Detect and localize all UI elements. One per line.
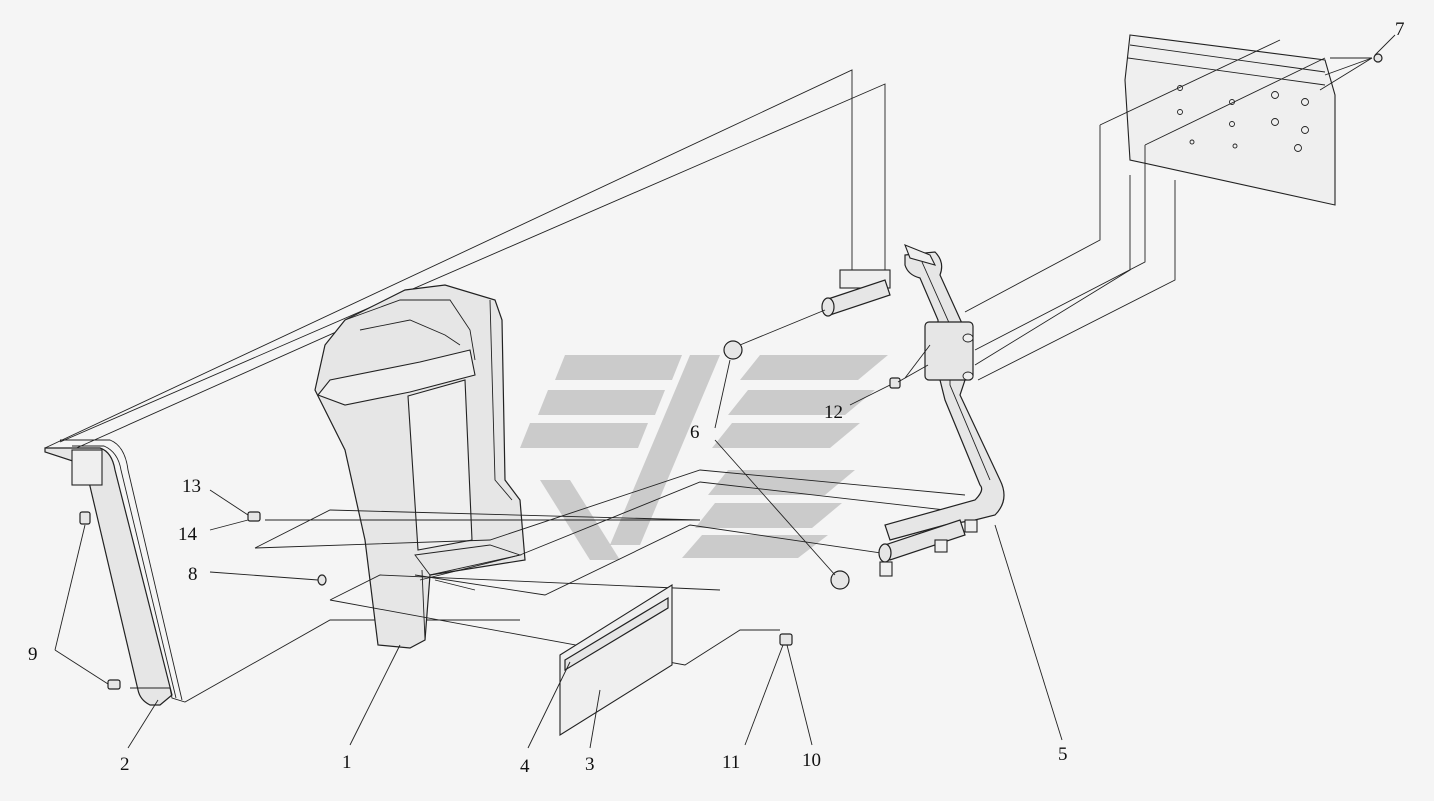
right-frame-rail <box>964 34 1373 381</box>
callout-6: 6 <box>690 422 700 443</box>
callout-11: 11 <box>722 752 740 773</box>
part-6-end-cap-lower <box>830 570 850 590</box>
callout-1: 1 <box>342 752 352 773</box>
callout-10: 10 <box>802 750 821 771</box>
center-leader-lines <box>254 469 966 666</box>
callout-3: 3 <box>585 754 595 775</box>
callout-2: 2 <box>120 754 130 775</box>
callout-9: 9 <box>28 644 38 665</box>
callout-13: 13 <box>182 476 201 497</box>
callout-14: 14 <box>178 524 198 545</box>
callout-5: 5 <box>1058 744 1068 765</box>
part-3-mudflap-plate <box>559 584 673 736</box>
callout-8: 8 <box>188 564 198 585</box>
callout-7: 7 <box>1395 19 1405 40</box>
fasteners <box>79 344 931 690</box>
part-7-nut <box>1373 53 1383 63</box>
part-5-tube-bracket <box>821 244 1005 577</box>
part-6-end-cap-upper <box>723 309 826 360</box>
callout-12: 12 <box>824 402 843 423</box>
callout-labels: 1 2 3 4 5 6 7 8 9 10 11 12 13 14 <box>28 19 1405 777</box>
watermark-logo <box>520 355 888 560</box>
callout-4: 4 <box>520 756 530 777</box>
callout-leaders <box>54 34 1396 749</box>
part-1-fairing-panel <box>314 284 526 649</box>
